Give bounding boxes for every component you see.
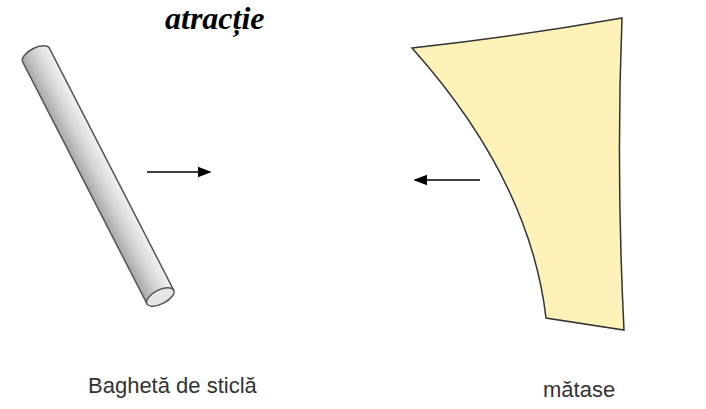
glass-rod: [19, 42, 176, 310]
part-label: Baghetă de sticlă: [88, 373, 257, 399]
force-arrow: [415, 179, 480, 181]
diagram-title: atracție: [165, 0, 265, 37]
part-label: mătase: [543, 377, 615, 403]
force-arrow: [147, 171, 210, 173]
silk-cloth: [412, 18, 624, 330]
